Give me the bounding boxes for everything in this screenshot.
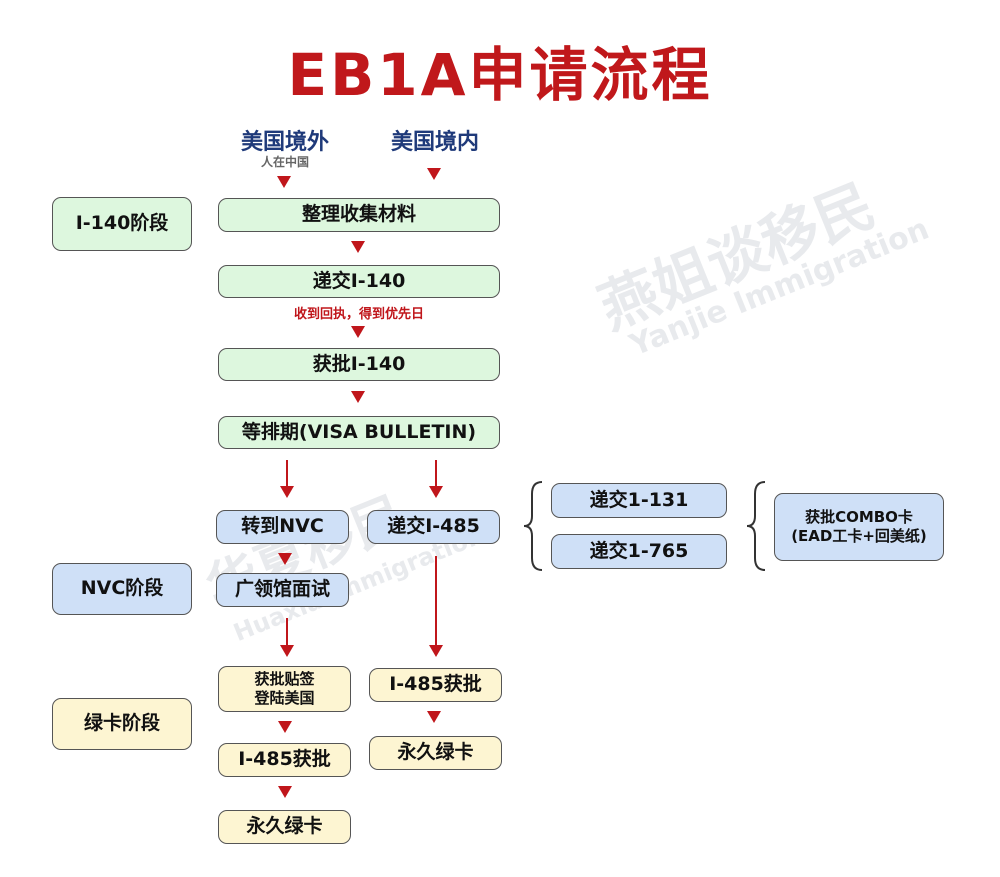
arrow-line [286,460,288,488]
step-green-card-outside: 永久绿卡 [218,810,351,844]
arrow-down-icon [278,721,292,733]
step-wait-visa-bulletin: 等排期(VISA BULLETIN) [218,416,500,449]
step-file-i140: 递交I-140 [218,265,500,298]
arrow-down-icon [351,241,365,253]
brace-icon [746,481,766,571]
step-transfer-nvc: 转到NVC [216,510,349,544]
page-title: EB1A申请流程 [287,41,713,109]
step-i485-approved-outside: I-485获批 [218,743,351,777]
arrow-down-icon [278,553,292,565]
stage-i140: I-140阶段 [52,197,192,251]
arrow-down-icon [429,645,443,657]
arrow-down-icon [351,391,365,403]
arrow-down-icon [277,176,291,188]
step-file-i485: 递交I-485 [367,510,500,544]
column-header-inside: 美国境内 [390,130,479,155]
step-collect-materials: 整理收集材料 [218,198,500,232]
stage-greencard: 绿卡阶段 [52,698,192,750]
step-i485-approved-inside: I-485获批 [369,668,502,702]
visa-line-2: 登陆美国 [254,689,315,707]
step-combo-card: 获批COMBO卡 (EAD工卡+回美纸) [774,493,944,561]
arrow-down-icon [280,486,294,498]
step-file-i131: 递交1-131 [551,483,727,518]
arrow-line [435,556,437,648]
arrow-line [435,460,437,488]
brace-icon [523,481,543,571]
arrow-down-icon [280,645,294,657]
arrow-down-icon [351,326,365,338]
step-approve-i140: 获批I-140 [218,348,500,381]
receipt-note: 收到回执，得到优先日 [293,307,424,322]
step-green-card-inside: 永久绿卡 [369,736,502,770]
arrow-down-icon [427,168,441,180]
arrow-line [286,618,288,648]
arrow-down-icon [278,786,292,798]
combo-line-2: (EAD工卡+回美纸) [791,527,927,545]
visa-line-1: 获批贴签 [254,670,315,689]
step-visa-entry: 获批贴签 登陆美国 [218,666,351,712]
column-subheader: 人在中国 [260,155,309,169]
step-file-i765: 递交1-765 [551,534,727,569]
combo-line-1: 获批COMBO卡 [805,508,913,527]
arrow-down-icon [427,711,441,723]
arrow-down-icon [429,486,443,498]
step-consulate-interview: 广领馆面试 [216,573,349,607]
column-header-outside: 美国境外 [240,130,329,155]
stage-nvc: NVC阶段 [52,563,192,615]
